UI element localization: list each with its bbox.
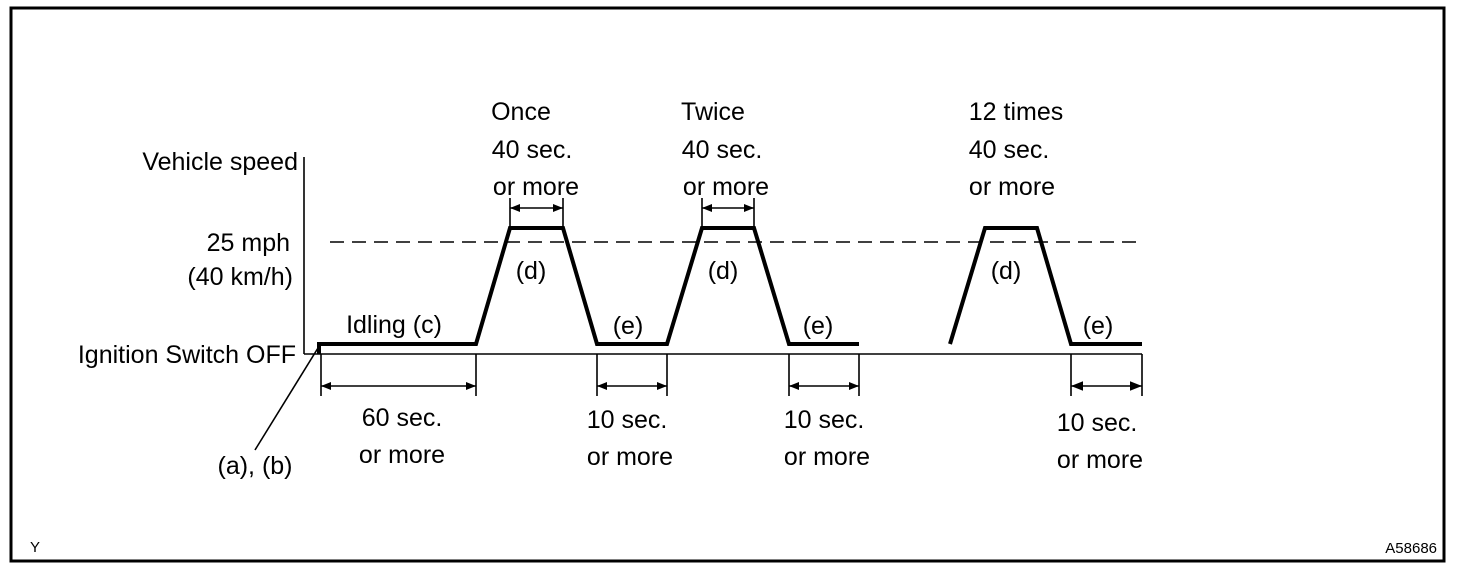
drive-step-label: (d): [991, 257, 1022, 285]
vehicle-speed-label: Vehicle speed: [142, 148, 298, 176]
idling-label: Idling (c): [346, 311, 442, 339]
drive-duration-line2: or more: [683, 173, 769, 201]
speed-kmh-label: (40 km/h): [187, 263, 293, 291]
speed-profile-part-2: [948, 226, 1142, 346]
drive-step-label: (d): [516, 257, 547, 285]
idling-duration-line1: 60 sec.: [362, 404, 443, 432]
drive-duration-line1: 40 sec.: [492, 136, 573, 164]
ignition-off-label: Ignition Switch OFF: [78, 341, 296, 369]
idling-duration-line2: or more: [359, 441, 445, 469]
stop-duration-line1: 10 sec.: [784, 406, 865, 434]
diagram-frame: [9, 6, 1446, 563]
stop-duration-line1: 10 sec.: [1057, 409, 1138, 437]
cycle-count-label: Once: [491, 98, 551, 126]
stop-step-label: (e): [613, 312, 644, 340]
initial-steps-leader: [254, 347, 319, 451]
speed-mph-label: 25 mph: [207, 229, 290, 257]
initial-steps-label: (a), (b): [218, 452, 293, 480]
stop-step-label: (e): [1083, 312, 1114, 340]
stop-duration-line2: or more: [587, 443, 673, 471]
figure-id: A58686: [1385, 540, 1437, 557]
drive-duration-line2: or more: [969, 173, 1055, 201]
cycle-count-label: 12 times: [969, 98, 1063, 126]
drive-duration-line2: or more: [493, 173, 579, 201]
drive-duration-line1: 40 sec.: [969, 136, 1050, 164]
corner-code-left: Y: [30, 539, 40, 556]
stop-duration-line2: or more: [784, 443, 870, 471]
stop-duration-line1: 10 sec.: [587, 406, 668, 434]
drive-duration-line1: 40 sec.: [682, 136, 763, 164]
stop-duration-line2: or more: [1057, 446, 1143, 474]
speed-profile-part-1: [321, 226, 859, 346]
stop-step-label: (e): [803, 312, 834, 340]
drive-step-label: (d): [708, 257, 739, 285]
cycle-count-label: Twice: [681, 98, 745, 126]
